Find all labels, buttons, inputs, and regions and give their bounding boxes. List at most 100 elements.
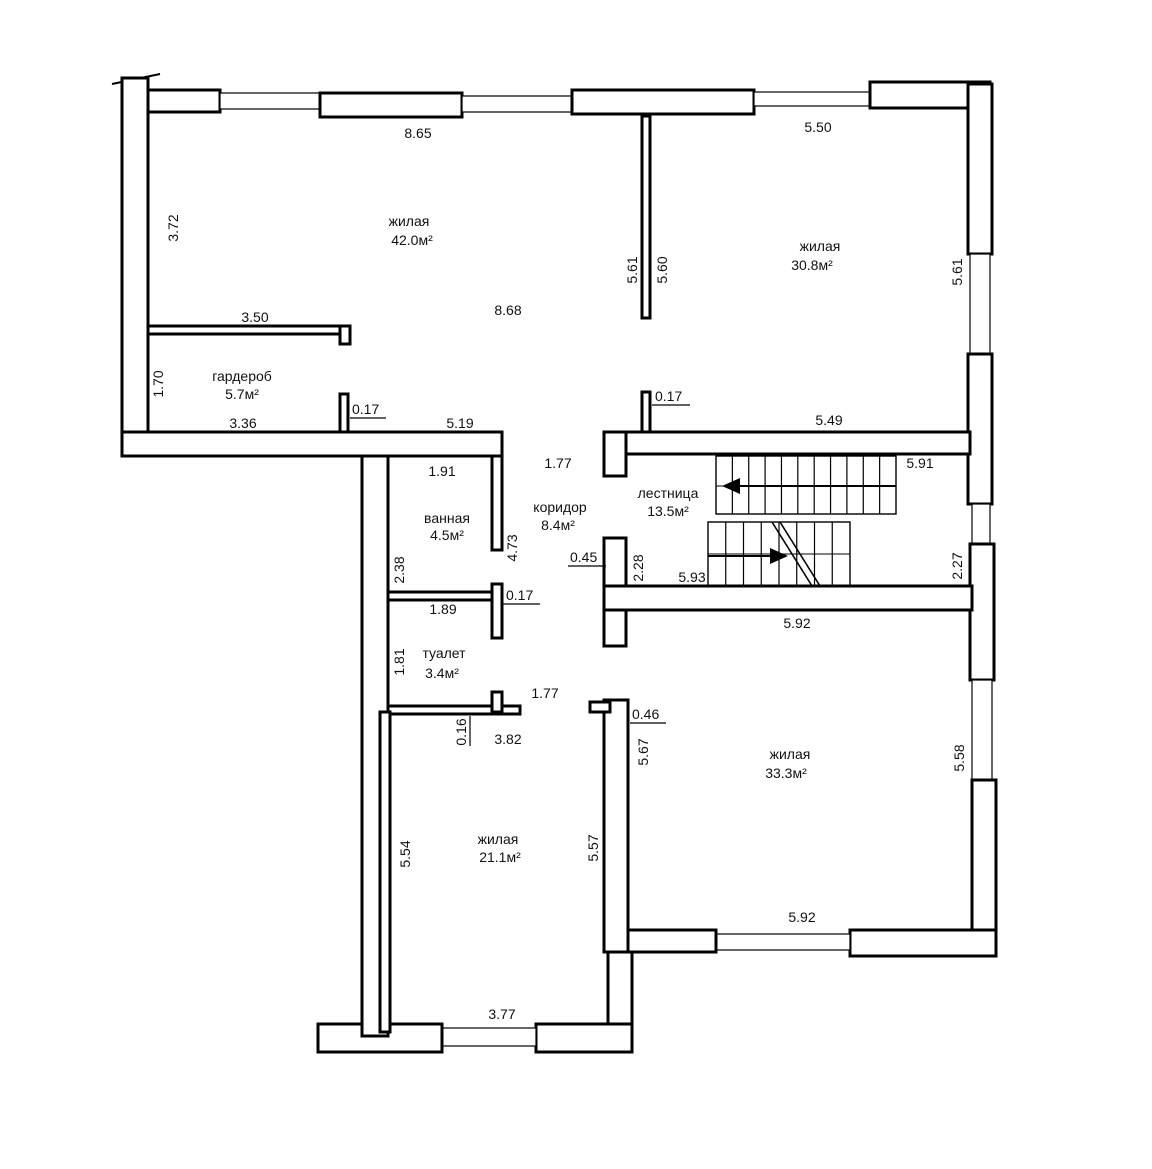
dimension: 2.27	[949, 552, 965, 579]
stair-arrow-up-head	[722, 478, 740, 494]
partition-bath-toilet	[386, 590, 500, 602]
dimension: 5.92	[783, 615, 810, 631]
room-name: ванная	[424, 510, 470, 526]
wall-stair-top	[602, 430, 972, 456]
dimension: 5.19	[446, 415, 473, 431]
stair-break-line	[771, 521, 821, 587]
partition-toilet-door	[490, 582, 504, 640]
partition-toilet-bottom	[386, 704, 522, 716]
partition-vertical-top	[640, 114, 652, 320]
window-top-1	[219, 92, 321, 110]
dimension: 0.17	[506, 587, 533, 603]
room-area: 5.7м²	[225, 386, 259, 402]
room-name: туалет	[422, 645, 466, 661]
room-name: гардероб	[212, 368, 272, 384]
dimension: 5.61	[949, 258, 965, 285]
window-right-3	[971, 679, 993, 781]
dimension: 0.46	[632, 706, 659, 722]
room-area: 8.4м²	[541, 517, 575, 533]
dimension: 5.58	[951, 744, 967, 771]
wall-right-3	[968, 542, 996, 682]
partition-wardrobe	[146, 324, 350, 336]
dimension: 1.70	[150, 370, 166, 397]
room-area: 33.3м²	[765, 765, 807, 781]
partition-toilet-stub	[490, 690, 504, 714]
dimension: 5.57	[585, 834, 601, 861]
room-labels: жилая 42.0м² жилая 30.8м² гардероб 5.7м²…	[212, 213, 840, 865]
wall-mid-left	[120, 430, 504, 458]
room-area: 13.5м²	[647, 503, 689, 519]
dimension: 1.89	[429, 601, 456, 617]
dimension: 3.77	[488, 1006, 515, 1022]
wallfill-mid	[124, 434, 162, 454]
room-name: жилая	[800, 238, 841, 254]
wall-top-3	[570, 88, 756, 116]
wall-right-1	[966, 82, 994, 256]
dimension: 5.54	[397, 840, 413, 867]
room-name: жилая	[389, 213, 430, 229]
window-top-2	[461, 95, 573, 113]
room-name: коридор	[533, 499, 587, 515]
wall-bottom-1	[534, 1022, 634, 1054]
partition-wardrobe-door	[338, 392, 350, 434]
dimension: 4.73	[504, 534, 520, 561]
room-name: жилая	[770, 746, 811, 762]
dimension: 1.77	[544, 455, 571, 471]
wall-lower-room-right	[602, 698, 630, 954]
dimension: 3.82	[494, 731, 521, 747]
dimension: 8.68	[494, 302, 521, 318]
dimension: 5.61	[624, 256, 640, 283]
dimension: 0.45	[570, 549, 597, 565]
partition-wardrobe-end	[338, 324, 352, 346]
dimension-labels: 8.65 5.50 3.72 5.61 5.60 5.61 8.68 3.50 …	[150, 119, 967, 1022]
dimension: 5.60	[654, 256, 670, 283]
dimension: 5.49	[815, 412, 842, 428]
dimension: 0.17	[655, 388, 682, 404]
dimension: 1.77	[531, 685, 558, 701]
window-top-3	[753, 91, 871, 107]
room-area: 3.4м²	[425, 665, 459, 681]
dimension: 5.67	[635, 738, 651, 765]
window-bottom	[441, 1027, 537, 1047]
wall-top-1	[146, 88, 222, 114]
dimension: 0.16	[453, 718, 469, 745]
wall-stair-bottom	[602, 584, 974, 612]
wall-lower-room-stub	[588, 700, 612, 714]
dimension: 5.91	[906, 455, 933, 471]
wall-left	[120, 76, 150, 458]
room-name: жилая	[478, 831, 519, 847]
exterior-walls	[111, 73, 998, 1054]
wall-bottom-2	[316, 1022, 444, 1054]
dimension: 2.28	[630, 554, 646, 581]
dimension: 5.50	[804, 119, 831, 135]
dimension: 1.81	[391, 648, 407, 675]
wall-bottom-right-1	[848, 928, 998, 958]
staircase	[707, 455, 897, 587]
dimension: 3.72	[165, 214, 181, 241]
wall-right-2	[966, 352, 994, 506]
room-area: 42.0м²	[391, 232, 433, 248]
dimension: 3.36	[229, 415, 256, 431]
dimension: 5.93	[678, 569, 705, 585]
window-right-1	[969, 253, 991, 355]
wall-bottom-right-2	[626, 928, 718, 954]
room-area: 4.5м²	[430, 527, 464, 543]
room-name: лестница	[638, 485, 699, 501]
dimension: 1.91	[428, 463, 455, 479]
dimension: 0.17	[352, 401, 379, 417]
wall-top-2	[318, 91, 464, 119]
partition-right-door	[640, 390, 652, 434]
wall-lower-room-left-in	[378, 710, 392, 1034]
window-bottom-right	[715, 933, 851, 951]
wall-stair-top-return	[602, 430, 628, 478]
wall-right-4	[970, 778, 998, 958]
room-area: 21.1м²	[479, 849, 521, 865]
window-right-2	[971, 503, 991, 545]
interior-walls	[146, 114, 974, 1034]
stair-arrow-down-head	[770, 548, 788, 564]
dimension: 8.65	[404, 125, 431, 141]
dimension: 5.92	[788, 909, 815, 925]
dimension: 3.50	[241, 309, 268, 325]
dimension: 2.38	[391, 556, 407, 583]
